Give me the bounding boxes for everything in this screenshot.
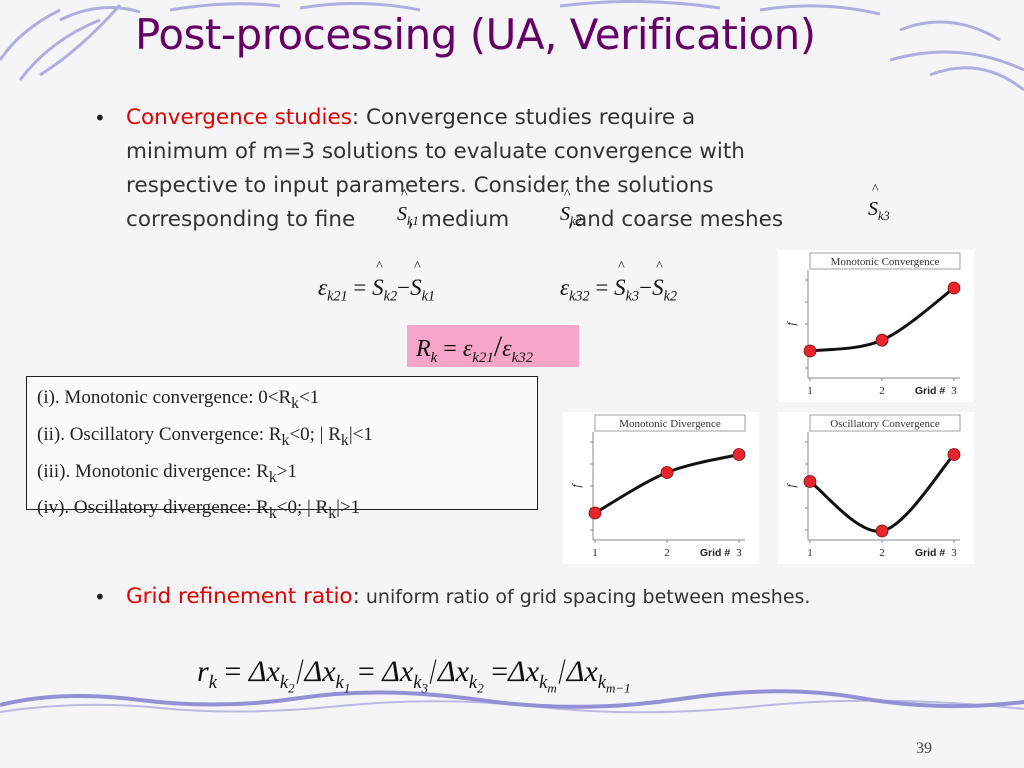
symbol-s-k3: Sk3 [868,182,890,224]
bullet-dot: • [94,106,106,130]
equation-rk: Rk = εk21/εk32 [416,330,534,366]
page-number: 39 [916,740,932,757]
bullet-dot: • [94,585,106,609]
bullet-text-medium: , medium [407,207,510,232]
chart-svg: Oscillatory Convergence 1 2 3 Grid # f [784,414,961,559]
case-item: (iii). Monotonic divergence: Rk>1 [37,460,297,486]
chart-data-point [875,333,889,347]
bullet-text-coarse: ,and coarse meshes [567,207,784,232]
chart-monotonic-divergence: Monotonic Divergence 1 2 3 Grid # f [563,412,759,564]
bullet-sep: : [351,105,360,130]
equation-epsilon-32: εk32 = Sk3−Sk2 [560,259,677,306]
chart-x-tick-label: 1 [807,385,813,397]
bullet-grid-refinement-ratio: • Grid refinement ratio: uniform ratio o… [94,580,986,614]
chart-monotonic-convergence: Monotonic Convergence 1 2 3 Grid # f [778,250,974,402]
chart-y-label: f [569,483,583,488]
chart-data-point [947,281,961,295]
chart-title: Monotonic Divergence [619,418,721,430]
chart-title: Oscillatory Convergence [830,418,940,430]
chart-title: Monotonic Convergence [831,256,940,268]
chart-x-tick-label: 1 [592,547,598,559]
equation-grid-refinement-ratio: rk = Δxk2/Δxk1 = Δxk3/Δxk2 =Δxkm/Δxkm−1 [197,651,631,696]
chart-x-tick-label: 2 [664,547,670,559]
bullet-text-line-4: corresponding to fine [126,207,356,232]
bullet-sep: : [352,584,360,609]
symbol-s-k2: Sk2 [560,187,582,229]
chart-x-tick-label: 1 [807,547,813,559]
chart-title-box [809,414,961,432]
case-item: (ii). Oscillatory Convergence: Rk<0; | R… [37,423,373,449]
chart-y-label: f [784,321,798,326]
chart-data-point [732,448,746,461]
chart-data-point [803,344,817,358]
chart-data-point [875,524,889,538]
chart-x-tick-label: 3 [736,547,742,559]
case-item: (i). Monotonic convergence: 0<Rk<1 [37,387,320,412]
chart-data-point [588,506,602,520]
chart-data-point [947,448,961,461]
slide-title: Post-processing (UA, Verification) [135,10,816,59]
chart-x-tick-label: 2 [879,547,885,559]
chart-x-tick-label: 3 [951,547,957,559]
chart-title-box [594,414,746,432]
chart-x-label: Grid # [915,385,946,397]
chart-oscillatory-convergence: Oscillatory Convergence 1 2 3 Grid # f [778,412,974,564]
chart-data-point [660,466,674,479]
chart-x-label: Grid # [700,547,731,559]
bullet-highlight: Convergence studies [126,105,352,130]
chart-y-label: f [784,483,798,488]
symbol-s-k1: Sk1 [397,187,419,229]
chart-svg: Monotonic Divergence 1 2 3 Grid # f [569,414,746,559]
chart-series-line [594,453,740,515]
equation-epsilon-21: εk21 = Sk2−Sk1 [318,259,435,306]
chart-data-point [803,475,817,488]
rk-highlight-box [407,325,579,367]
bullet-highlight: Grid refinement ratio [126,584,353,609]
chart-series-line [809,453,956,533]
bullet-text-line-1: Convergence studies require a [359,105,696,130]
bullet-convergence-studies: • Convergence studies: Convergence studi… [94,101,886,237]
chart-svg: Monotonic Convergence 1 2 3 Grid # f [784,252,961,397]
chart-title-box [809,252,961,270]
bullet-text: uniform ratio of grid spacing between me… [359,586,811,608]
chart-x-label: Grid # [915,547,946,559]
chart-x-tick-label: 2 [879,385,885,397]
bullet-text-line-2: minimum of m=3 solutions to evaluate con… [126,139,745,164]
case-item: (iv). Oscillatory divergence: Rk<0; | Rk… [37,497,361,523]
chart-x-tick-label: 3 [951,385,957,397]
bullet-text-line-3: respective to input parameters. Consider… [126,173,714,198]
convergence-cases-box: (i). Monotonic convergence: 0<Rk<1 (ii).… [26,376,538,522]
